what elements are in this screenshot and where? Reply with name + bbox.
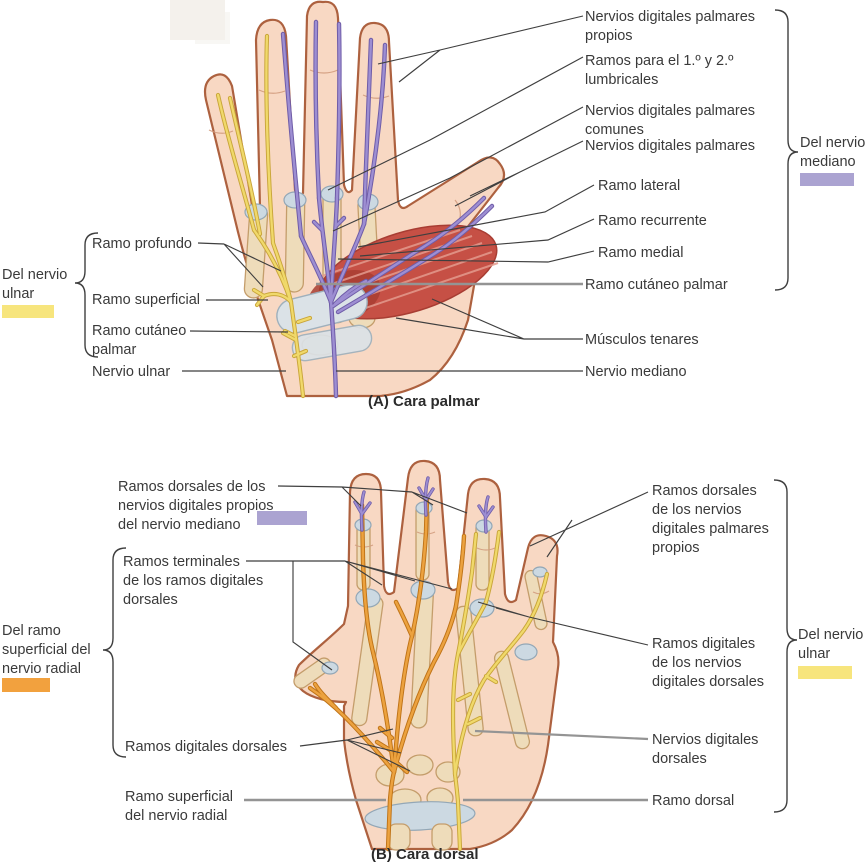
label-ramo-cutaneo-palmar-derecho: Ramo cutáneo palmar — [585, 277, 728, 293]
label-nervios-digitales-palmares: Nervios digitales palmares — [585, 138, 756, 154]
label-ramo-superficial-nervio-radial: Ramo superficial del nervio radial — [125, 789, 233, 824]
label-ramo-profundo: Ramo profundo — [92, 236, 192, 252]
bracket-del-ramo-superficial-radial — [102, 547, 127, 758]
dorsal-hand-illustration — [293, 459, 560, 851]
label-del-nervio-ulnar-dorsal: Del nervio ulnar — [798, 627, 864, 662]
label-ramo-superficial: Ramo superficial — [92, 292, 200, 308]
label-ramo-medial: Ramo medial — [598, 245, 684, 261]
label-ramos-lumbricales: Ramos para el 1.º y 2.º lumbricales — [585, 53, 734, 88]
label-ramo-dorsal: Ramo dorsal — [652, 793, 735, 809]
label-nervio-mediano: Nervio mediano — [585, 364, 687, 380]
bracket-del-nervio-ulnar-dorsal — [773, 479, 798, 813]
label-nervios-digitales-palmares-propios: Nervios digitales palmares propios — [585, 9, 756, 44]
label-ramos-digitales-nervios-digitales-dorsales: Ramos digitales de los nervios digitales… — [652, 636, 765, 690]
label-ramo-lateral: Ramo lateral — [598, 178, 681, 194]
label-ramo-recurrente: Ramo recurrente — [598, 213, 707, 229]
caption-cara-palmar: (A) Cara palmar — [368, 393, 480, 410]
median-nerve-color-swatch — [800, 173, 854, 186]
ulnar-nerve-color-swatch-palmar — [2, 305, 54, 318]
median-nerve-color-swatch-dorsal — [257, 511, 307, 525]
label-ramo-cutaneo-palmar-izquierdo: Ramo cutáneo palmar — [92, 323, 187, 358]
panel-a-leader-lines — [182, 15, 595, 372]
scan-artifact — [170, 0, 230, 44]
label-musculos-tenares: Músculos tenares — [585, 332, 699, 348]
label-ramos-terminales: Ramos terminales de los ramos digitales … — [123, 554, 264, 608]
panel-b-leader-lines — [244, 485, 649, 802]
label-nervio-ulnar: Nervio ulnar — [92, 364, 171, 380]
label-nervios-digitales-dorsales: Nervios digitales dorsales — [652, 732, 759, 767]
label-ramos-digitales-dorsales: Ramos digitales dorsales — [125, 739, 287, 755]
label-ramos-dorsales-nervios-digitales-palmares-propios: Ramos dorsales de los nervios digitales … — [652, 483, 769, 556]
label-del-ramo-superficial-nervio-radial: Del ramo superficial del nervio radial — [2, 623, 91, 677]
label-nervios-digitales-palmares-comunes: Nervios digitales palmares comunes — [585, 103, 756, 138]
radial-nerve-color-swatch — [2, 678, 50, 692]
label-del-nervio-ulnar-palmar: Del nervio ulnar — [2, 267, 68, 302]
caption-cara-dorsal: (B) Cara dorsal — [371, 846, 479, 863]
bracket-del-nervio-mediano — [774, 9, 799, 291]
grouping-brackets — [74, 9, 799, 813]
label-del-nervio-mediano: Del nervio mediano — [800, 135, 866, 170]
dorsal-bones — [293, 501, 548, 851]
label-ramos-dorsales-nervios-digitales-propios-mediano: Ramos dorsales de los nervios digitales … — [118, 479, 274, 533]
palmar-hand-illustration — [203, 0, 506, 396]
ulnar-nerve-color-swatch-dorsal — [798, 666, 852, 679]
bracket-del-nervio-ulnar-palmar — [74, 232, 99, 358]
